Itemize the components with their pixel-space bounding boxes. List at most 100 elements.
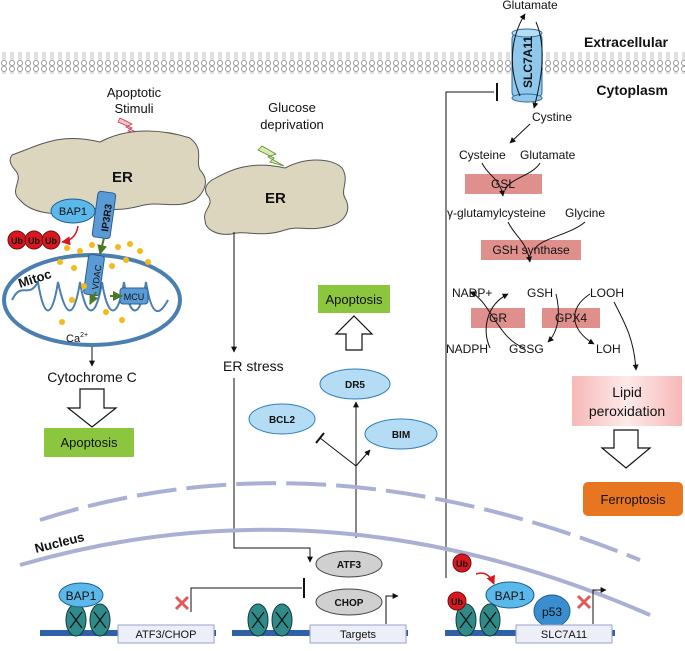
ubiquitination-arrow	[61, 225, 79, 246]
bap1-inhibit-slc7a11-line	[445, 91, 494, 578]
nucleosome-middle	[247, 603, 293, 637]
gene-targets	[309, 624, 407, 644]
looh-label: LOOH	[590, 286, 624, 300]
glutamate-export-arrow	[511, 13, 526, 97]
loh-label: LOH	[596, 342, 621, 356]
blocked-x-left	[174, 595, 190, 611]
calcium-flux-arrow-2	[89, 291, 99, 305]
gr-reaction-arrow	[485, 293, 509, 349]
calcium-label: Ca2+	[66, 332, 88, 345]
slc7a11-transporter	[511, 28, 543, 103]
atf3-label: ATF3	[337, 560, 362, 571]
bcl2-label: BCL2	[269, 415, 296, 426]
glutamate-out-label: Glutamate	[502, 0, 558, 12]
gene-slc7a11	[515, 624, 613, 644]
extracellular-label: Extracellular	[584, 34, 669, 50]
deubiquitination-arrow	[475, 572, 495, 585]
gsl-reaction-arrow	[481, 162, 506, 197]
cytoplasm-label: Cytoplasm	[596, 82, 668, 98]
gsh-label: GSH	[527, 286, 553, 300]
glucose-deprivation-line2: deprivation	[260, 117, 324, 132]
dr5-label: DR5	[345, 380, 365, 391]
atf3-protein	[315, 550, 383, 578]
atf3-to-bim-arrow	[355, 449, 371, 467]
cytc-to-apoptosis-arrow	[66, 388, 118, 428]
cystine-import-arrow	[532, 21, 543, 109]
gpx4-gsh-arrow	[547, 293, 559, 343]
chop-label: CHOP	[335, 598, 364, 609]
er-organelle-middle	[204, 159, 349, 235]
gpx4-label: GPX4	[555, 311, 587, 325]
ub-nuclear-b-label: Ub	[451, 597, 463, 607]
glutamate-label: Glutamate	[520, 148, 576, 162]
nucleosome-right	[455, 603, 501, 637]
glycine-label: Glycine	[565, 206, 605, 220]
ub-label-3: Ub	[45, 236, 57, 246]
gr-label: GR	[489, 311, 507, 325]
gene-atf3-chop-label: ATF3/CHOP	[136, 629, 197, 641]
ip3r3-channel	[91, 190, 117, 240]
ub-nuclear-b	[447, 591, 467, 611]
er-label-left: ER	[112, 169, 133, 186]
glucose-deprivation-line1: Glucose	[268, 100, 316, 115]
ip3r3-label: IP3R3	[100, 203, 115, 232]
inhibit-bar-bcl2	[315, 432, 325, 444]
calcium-flux-arrow-1	[97, 237, 108, 255]
ferroptosis-label: Ferroptosis	[600, 492, 666, 507]
gene-atf3-chop	[117, 624, 215, 644]
gsl-glutamate-line	[504, 162, 541, 191]
vdac-label: VDAC	[90, 264, 103, 291]
bim-protein	[364, 418, 438, 450]
apoptosis-label-left: Apoptosis	[60, 435, 118, 450]
gr-nadph-arrow	[469, 291, 526, 349]
gsl-label: GSL	[491, 177, 515, 191]
ub-label-2: Ub	[28, 236, 40, 246]
gpx4-looh-arrow	[574, 293, 595, 345]
gsl-enzyme	[465, 174, 542, 194]
lightning-icon-2	[257, 145, 285, 167]
bap1-nuclear-right-label: BAP1	[495, 589, 526, 603]
bap1-nuclear-right	[485, 581, 535, 609]
er-stress-label: ER stress	[223, 358, 284, 374]
ub-chain-left	[7, 230, 61, 250]
er-label-middle: ER	[265, 190, 286, 207]
bap1-label: BAP1	[59, 206, 87, 218]
nadph-label: NADPH	[446, 342, 488, 356]
stress-to-atf3-arrow	[233, 378, 313, 563]
lipid-peroxidation-line2: peroxidation	[589, 403, 665, 419]
gene-targets-label: Targets	[340, 629, 377, 641]
cytochrome-c-label: Cytochrome C	[47, 369, 136, 385]
chop-protein	[315, 588, 383, 616]
looh-to-lipid-arrow	[613, 301, 639, 371]
nucleosome-left	[65, 603, 111, 637]
apoptosis-label-middle: Apoptosis	[325, 292, 383, 307]
bap1-nuclear-left-label: BAP1	[66, 589, 97, 603]
slc7a11-transcription-arrow	[592, 587, 607, 624]
ub-label-1: Ub	[11, 236, 23, 246]
bcl2-protein	[248, 403, 316, 435]
gsh-synthase-arrow	[507, 221, 532, 263]
lipid-peroxidation-box	[572, 376, 682, 426]
ub-nuclear-a-label: Ub	[456, 559, 468, 569]
cysteine-label: Cysteine	[459, 148, 506, 162]
gene-slc7a11-label: SLC7A11	[541, 629, 587, 641]
slc7a11-label: SLC7A11	[521, 36, 535, 88]
apoptosis-box-middle	[318, 285, 390, 313]
bap1-nuclear-left	[58, 582, 104, 608]
ferroptosis-box	[583, 482, 683, 516]
lipid-to-ferroptosis-arrow	[600, 429, 652, 469]
gsh-synthase-glycine-line	[533, 221, 586, 251]
atf3-inhibit-bcl2-line	[319, 437, 357, 467]
gr-enzyme	[471, 308, 525, 328]
atf3-chop-to-inhibit-line	[190, 587, 302, 612]
plasma-membrane	[0, 52, 685, 74]
targets-transcription-arrow	[385, 593, 399, 624]
dr5-to-apoptosis-arrow	[334, 315, 374, 351]
lipid-peroxidation-line1: Lipid	[612, 384, 642, 400]
gsh-synthase-enzyme	[481, 240, 581, 260]
blocked-x-right	[576, 594, 592, 610]
apoptosis-box-left	[44, 428, 134, 457]
glutamylcysteine-label: γ-glutamylcysteine	[447, 206, 546, 220]
nuclear-envelope-outer	[39, 481, 641, 562]
